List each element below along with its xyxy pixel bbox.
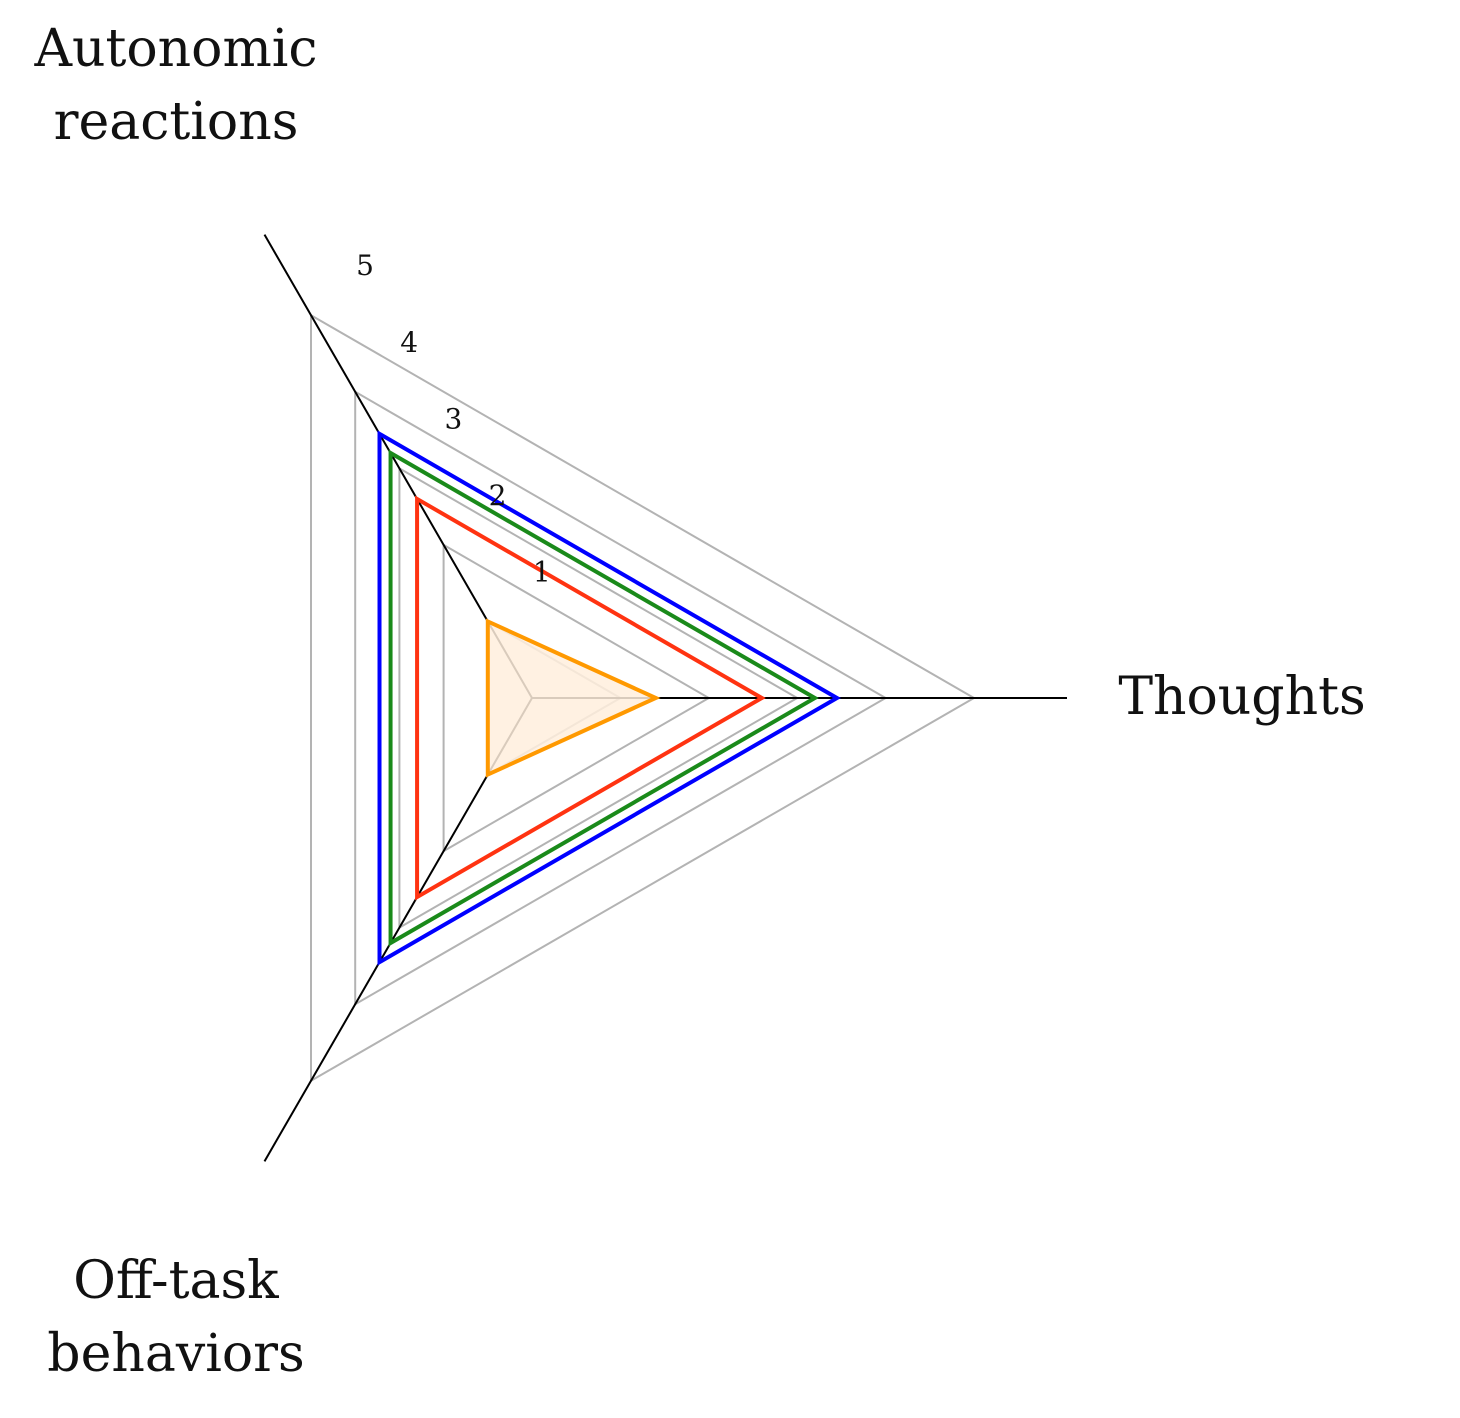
axis-label-3-line-1: Off-task [73,1251,279,1311]
grid-ring-5 [310,313,977,1083]
tick-label-1: 1 [533,555,551,588]
tick-label-5: 5 [356,249,374,282]
axis-label-1-line-1: Thoughts [1118,667,1365,727]
tick-label-3: 3 [444,402,462,435]
tick-label-4: 4 [400,326,418,359]
grid-layer [310,313,977,1083]
axis-label-3-line-2: behaviors [47,1324,304,1384]
tick-label-layer: 1 2 3 4 5 [356,249,551,588]
series-polygon-4 [485,618,661,778]
grid-ring-4 [354,390,888,1006]
series-polygon-3 [415,495,766,901]
axis-label-3: Off-task behaviors [47,1251,304,1384]
axis-layer [263,234,1067,1162]
series-polygon-1 [377,430,841,966]
tick-label-2: 2 [489,479,507,512]
axis-label-2-line-1: Autonomic [33,19,317,79]
grid-ring-2 [442,543,711,853]
axis-label-1: Thoughts [1118,667,1365,727]
series-polygon-2 [388,449,819,947]
axis-label-2: Autonomic reactions [33,19,317,152]
axis-label-2-line-2: reactions [54,92,299,152]
grid-ring-3 [398,466,800,930]
series-layer [377,430,841,966]
